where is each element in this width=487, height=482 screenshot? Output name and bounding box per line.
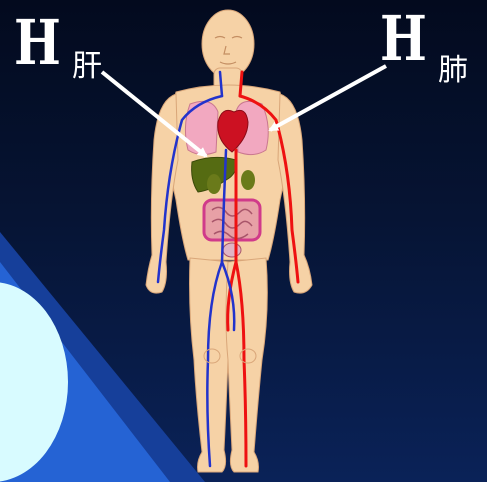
left-lung: [185, 101, 218, 154]
intestines-frame: [204, 200, 260, 240]
lung-label: 肺: [438, 56, 468, 86]
left-h-symbol: H: [14, 12, 61, 74]
kidney-left: [207, 174, 221, 194]
left-leg: [190, 258, 231, 472]
left-arm: [146, 94, 178, 293]
kidney-right: [241, 170, 255, 190]
right-h-symbol: H: [380, 8, 427, 70]
liver-label: 肝: [72, 52, 102, 82]
bladder: [223, 243, 241, 257]
